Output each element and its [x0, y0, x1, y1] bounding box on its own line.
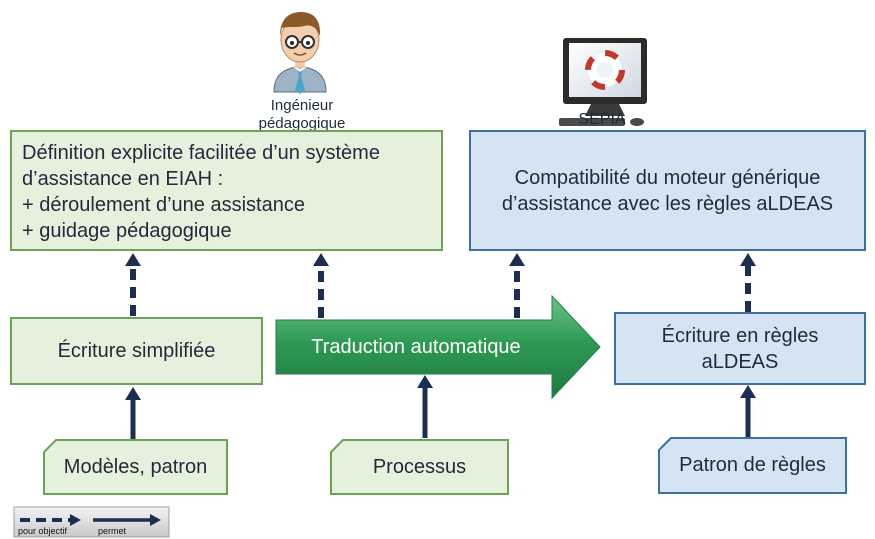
engineer-label-line2: pédagogique [258, 115, 346, 132]
translation-arrow-label: Traduction automatique [311, 335, 521, 358]
solid-arrow-left [125, 387, 141, 440]
solid-arrow-center [417, 375, 433, 438]
legend-box [13, 506, 170, 538]
legend-solid-label: permet [98, 526, 127, 536]
goal-definition-line-3: + déroulement d’une assistance [22, 194, 305, 216]
goal-definition-box: Définition explicite facilitée d’un syst… [10, 130, 443, 251]
legend-solid-arrow [93, 514, 161, 526]
input-process: Processus [331, 440, 508, 494]
simplified-writing-box: Écriture simplifiée [10, 317, 263, 385]
computer-monitor-lifebuoy-icon [559, 38, 647, 126]
goal-definition-line-4: + guidage pédagogique [22, 220, 232, 242]
legend-dashed-label: pour objectif [18, 526, 68, 536]
input-doc-center [330, 439, 509, 495]
input-rule-pattern: Patron de règles [659, 438, 846, 493]
dashed-arrow-right [740, 253, 756, 312]
goal-definition-line-1: Définition explicite facilitée d’un syst… [22, 142, 380, 164]
engineer-person-icon [273, 12, 327, 94]
solid-enable-arrows [125, 375, 756, 440]
compatibility-box: Compatibilité du moteur générique d’assi… [469, 130, 866, 251]
aldeas-rules-line-1: Écriture en règles [661, 324, 819, 347]
aldeas-rules-line-2: aLDEAS [701, 350, 779, 373]
translation-process-arrow [275, 294, 601, 400]
engineer-label: Ingénieur pédagogique [252, 97, 352, 133]
legend-dashed-arrow [20, 514, 81, 526]
input-models-pattern: Modèles, patron [44, 440, 227, 494]
aldeas-rules-box: Écriture en règles aLDEAS [614, 312, 866, 385]
compatibility-line-1: Compatibilité du moteur générique [514, 166, 821, 189]
input-doc-left [43, 439, 228, 495]
input-doc-right [658, 437, 847, 494]
dashed-arrow-left [125, 253, 141, 316]
input-rule-pattern-label: Patron de règles [679, 454, 826, 476]
dashed-arrow-center-left [313, 253, 329, 318]
goal-definition-line-2: d’assistance en EIAH : [22, 168, 224, 190]
input-models-pattern-label: Modèles, patron [63, 455, 208, 478]
sepia-label: SEPIA [578, 111, 626, 128]
engineer-label-line1: Ingénieur [270, 97, 334, 114]
solid-arrow-right [740, 385, 756, 438]
compatibility-line-2: d’assistance avec les règles aLDEAS [501, 192, 834, 215]
dashed-goal-arrows [125, 253, 756, 318]
simplified-writing-label: Écriture simplifiée [57, 340, 216, 362]
input-process-label: Processus [372, 455, 467, 478]
dashed-arrow-center-right [509, 253, 525, 318]
